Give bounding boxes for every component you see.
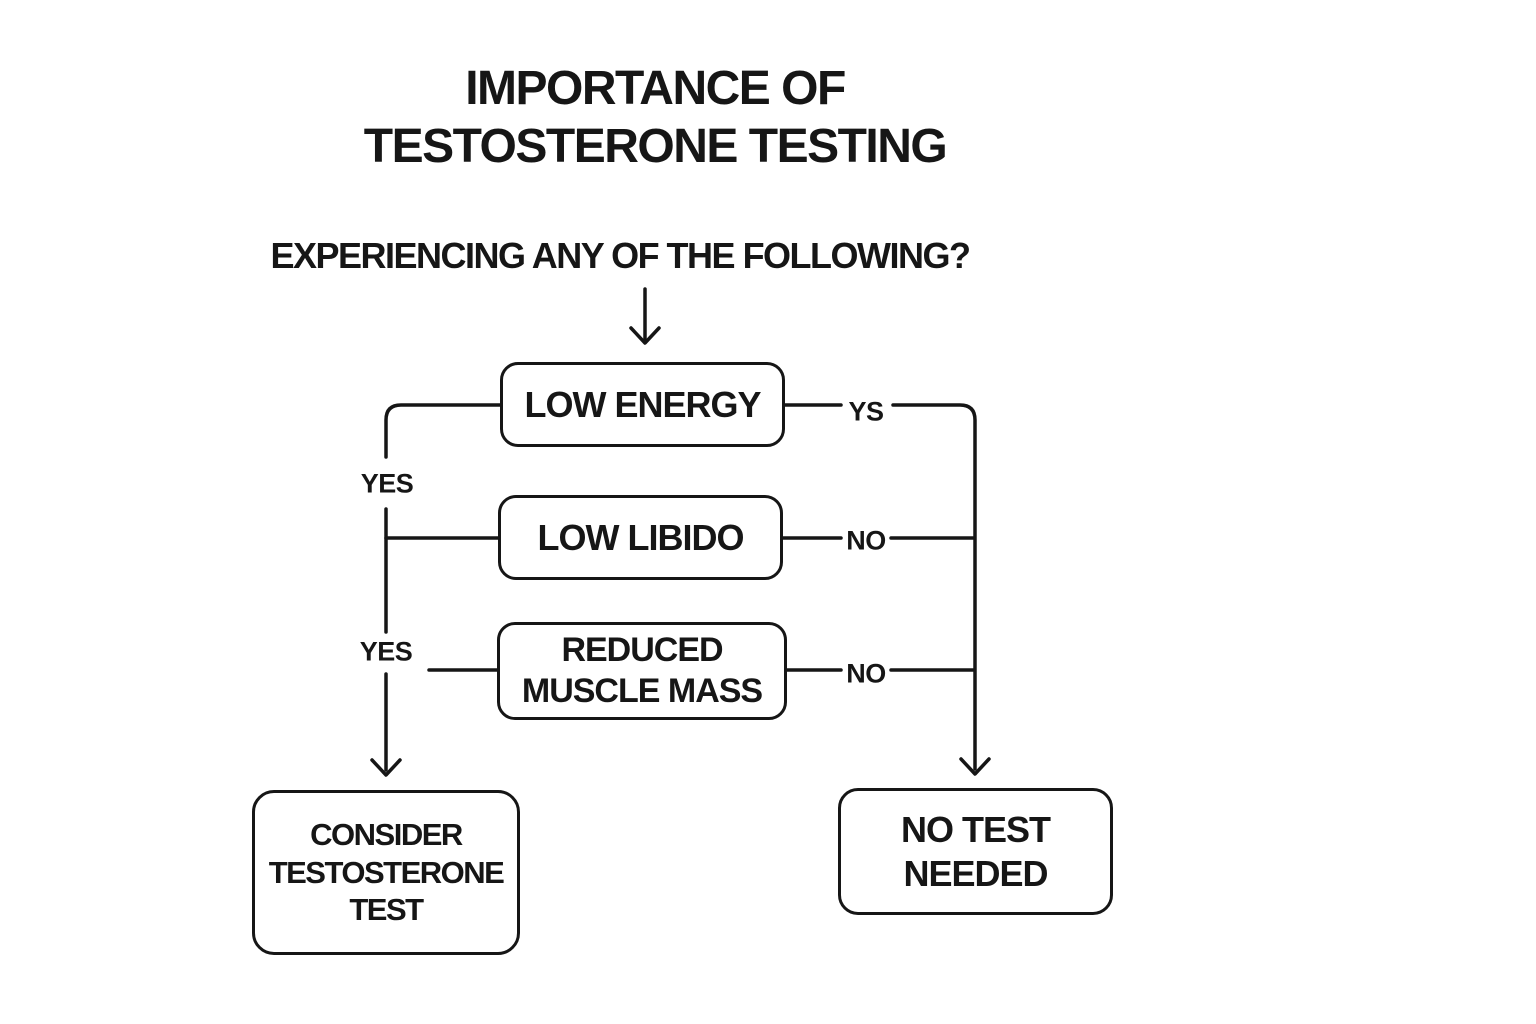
node-reduced-muscle-mass: REDUCED MUSCLE MASS <box>497 622 787 720</box>
node-no-test-needed: NO TEST NEEDED <box>838 788 1113 915</box>
arrow-question-to-low-energy <box>629 287 661 345</box>
edge-label-yes-lower: YES <box>359 636 413 667</box>
node-consider-testosterone-test-label: CONSIDER TESTOSTERONE TEST <box>268 816 505 928</box>
page-title: IMPORTANCE OF TESTOSTERONE TESTING <box>363 60 948 176</box>
node-reduced-muscle-mass-label: REDUCED MUSCLE MASS <box>521 630 763 710</box>
node-low-libido-label: LOW LIBIDO <box>537 516 745 558</box>
node-low-energy-label: LOW ENERGY <box>524 383 761 425</box>
edge-label-no-lower: NO <box>846 658 886 689</box>
page-title-line2: TESTOSTERONE TESTING <box>363 120 948 173</box>
question-heading: EXPERIENCING ANY OF THE FOLLOWING? <box>270 235 971 276</box>
node-consider-testosterone-test: CONSIDER TESTOSTERONE TEST <box>252 790 520 955</box>
node-low-energy: LOW ENERGY <box>500 362 785 447</box>
edge-label-ys-right: YS <box>848 396 884 427</box>
node-no-test-needed-label: NO TEST NEEDED <box>900 808 1051 894</box>
connector-left-yes-trunk <box>370 403 502 777</box>
page-title-line1: IMPORTANCE OF <box>465 62 846 115</box>
arrowhead-icon <box>629 326 661 345</box>
left-trunk-top <box>384 403 502 459</box>
arrowhead-icon <box>370 758 402 777</box>
arrowhead-icon <box>959 757 991 776</box>
node-low-libido: LOW LIBIDO <box>498 495 783 580</box>
edge-label-yes-upper: YES <box>360 468 414 499</box>
right-trunk <box>891 403 977 771</box>
edge-label-no-middle: NO <box>846 525 886 556</box>
connector-right-no-trunk <box>781 403 991 776</box>
